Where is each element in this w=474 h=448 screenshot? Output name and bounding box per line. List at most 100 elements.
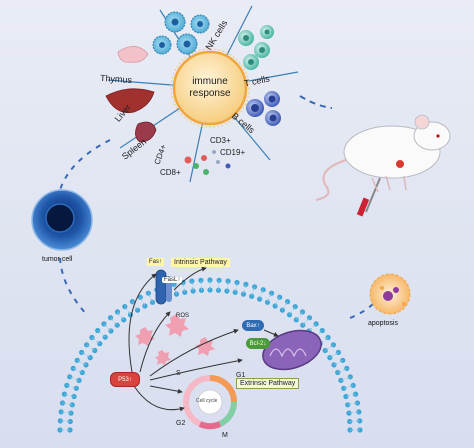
pathway-arrows xyxy=(128,266,279,412)
membrane-lipid-tail xyxy=(124,306,128,311)
membrane-lipid-tail xyxy=(253,286,255,291)
t-cell-cluster xyxy=(238,25,274,70)
membrane-lipid-tail xyxy=(324,347,329,351)
phase-m-label: M xyxy=(222,432,228,439)
cd19-label: CD19+ xyxy=(220,148,246,157)
membrane-lipid-tail xyxy=(251,292,254,297)
membrane-lipid-tail xyxy=(114,321,118,326)
membrane-lipid-tail xyxy=(110,317,114,321)
membrane-lipid-tail xyxy=(191,281,193,286)
thymus-label: Thymus xyxy=(99,72,133,86)
membrane-lipid-head xyxy=(232,289,238,295)
membrane-lipid-tail xyxy=(175,290,177,295)
nk-cell-cluster xyxy=(152,11,210,55)
membrane-lipid-tail xyxy=(312,323,317,328)
membrane-lipid-tail xyxy=(353,402,358,405)
membrane-lipid-tail xyxy=(91,347,96,351)
membrane-lipid-tail xyxy=(148,293,151,298)
membrane-lipid-tail xyxy=(349,385,354,387)
membrane-lipid-tail xyxy=(173,284,176,289)
cell-cycle-title: Cell cycle xyxy=(196,398,218,404)
membrane-lipid-tail xyxy=(295,316,300,321)
mitochondrion xyxy=(262,329,322,371)
membrane-lipid-tail xyxy=(68,403,73,406)
membrane-lipid-tail xyxy=(329,355,334,358)
membrane-lipid-tail xyxy=(319,330,323,334)
bcl2-badge: Bcl-2↓ xyxy=(246,338,270,349)
connector-tumor xyxy=(59,139,111,191)
membrane-lipid-tail xyxy=(274,302,278,307)
ros-particles xyxy=(135,314,215,365)
membrane-lipid-tail xyxy=(86,355,91,358)
membrane-lipid-tail xyxy=(299,311,303,316)
membrane-lipid-tail xyxy=(150,298,153,303)
membrane-lipid-tail xyxy=(333,362,338,366)
membrane-lipid-tail xyxy=(142,302,146,307)
membrane-lipid-tail xyxy=(342,368,347,371)
immune-response-title: immune response xyxy=(184,76,236,100)
membrane-lipid-tail xyxy=(324,337,329,341)
immune-response-ring xyxy=(170,48,250,128)
membrane-lipid-tail xyxy=(86,344,91,348)
membrane-lipid-tail xyxy=(69,376,74,379)
membrane-lipid-head xyxy=(249,293,255,299)
membrane-lipid-tail xyxy=(306,317,310,321)
fas-label: Fas↑ xyxy=(147,258,165,266)
membrane-lipid-tail xyxy=(64,393,69,396)
membrane-lipid-tail xyxy=(120,316,125,321)
intrinsic-pathway-label: Intrinsic Pathway xyxy=(171,258,230,267)
membrane-lipid-tail xyxy=(244,284,247,289)
membrane-lipid-tail xyxy=(103,323,108,328)
membrane-lipid-tail xyxy=(348,412,354,414)
phase-g2-label: G2 xyxy=(176,420,186,427)
membrane-lipid-tail xyxy=(308,327,313,332)
membrane-lipid-tail xyxy=(77,359,81,363)
membrane-lipid-tail xyxy=(302,321,306,326)
membrane-lipid-tail xyxy=(81,352,86,355)
membrane-lipid-tail xyxy=(101,334,106,338)
phase-s-label: S xyxy=(176,370,181,377)
p53-badge: P53↑ xyxy=(110,372,140,387)
fasl-label: FasL↑ xyxy=(162,277,183,283)
membrane-lipid-tail xyxy=(346,376,351,379)
membrane-lipid-tail xyxy=(282,306,285,311)
connector-membrane xyxy=(59,257,89,317)
apoptotic-cell xyxy=(369,273,411,315)
membrane-lipid-tail xyxy=(329,344,334,348)
membrane-lipid-head xyxy=(137,294,143,300)
membrane-lipid-tail xyxy=(343,386,348,389)
membrane-lipid-tail xyxy=(62,402,67,405)
membrane-lipid-tail xyxy=(339,359,343,363)
ros-label: ROS xyxy=(176,313,190,319)
membrane-lipid-tail xyxy=(61,411,66,413)
membrane-lipid-tail xyxy=(235,282,238,287)
spleen-organ xyxy=(135,121,157,143)
b-cell-cluster xyxy=(246,91,281,126)
membrane-lipid-tail xyxy=(139,297,143,301)
marker-dots xyxy=(184,150,231,175)
membrane-lipid-tail xyxy=(127,311,131,316)
connector-mouse xyxy=(299,95,333,109)
liver-organ xyxy=(105,88,155,114)
membrane-lipid-tail xyxy=(117,311,121,316)
membrane-lipid-tail xyxy=(345,395,350,397)
membrane-lipid-tail xyxy=(75,378,80,381)
membrane-lipid-tail xyxy=(66,385,71,387)
membrane-lipid-tail xyxy=(183,288,186,293)
membrane-lipid-tail xyxy=(226,286,228,292)
apoptosis-label: apoptosis xyxy=(368,320,398,327)
membrane-lipid-tail xyxy=(135,306,138,311)
membrane-lipid-tail xyxy=(347,403,352,406)
membrane-lipid-tail xyxy=(261,289,264,294)
membrane-lipid-tail xyxy=(334,352,339,355)
membrane-lipid-tail xyxy=(267,298,270,303)
bax-badge: Bax↑ xyxy=(242,320,264,331)
thymus-organ xyxy=(117,46,149,63)
membrane-lipid-tail xyxy=(70,395,75,397)
tumor-cell xyxy=(31,189,93,251)
cell-cycle-wheel xyxy=(183,375,238,430)
membrane-lipid-tail xyxy=(82,362,87,366)
membrane-lipid-tail xyxy=(91,337,96,341)
